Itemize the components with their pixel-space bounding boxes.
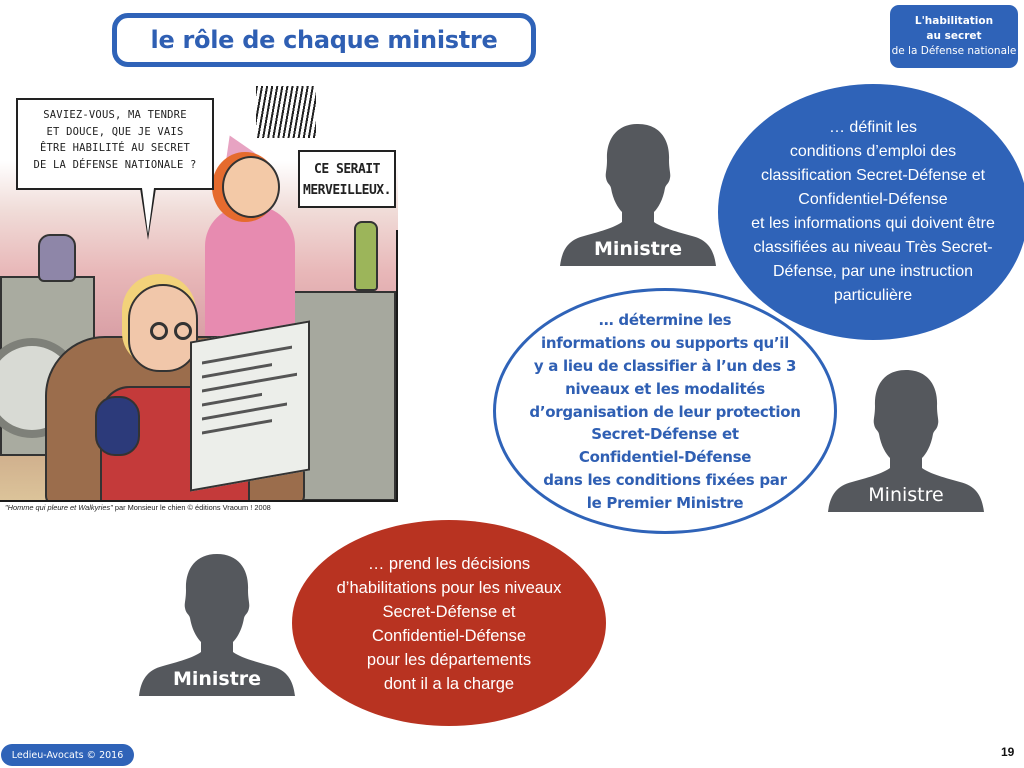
panel-border	[396, 230, 398, 502]
dish-soap-drawing	[354, 221, 378, 291]
role-text-line: … détermine les	[598, 311, 732, 330]
role-text-line: classifiées au niveau Très Secret-	[753, 239, 993, 256]
role-text-line: Confidentiel-Défense	[578, 448, 752, 467]
role-text-line: particulière	[833, 287, 913, 304]
woman-head	[222, 156, 280, 218]
person-silhouette-icon	[139, 554, 295, 696]
minister-figure-1: Ministre	[558, 118, 718, 268]
topic-badge-line1: L'habilitation	[914, 15, 994, 27]
copyright-text: Ledieu-Avocats © 2016	[11, 749, 124, 761]
speech-line: SAVIEZ-VOUS, MA TENDRE	[43, 109, 187, 121]
minister-figure-3: Ministre	[137, 548, 297, 698]
speech-line: ET DOUCE, QUE JE VAIS	[46, 125, 184, 138]
speech-line: DE LA DÉFENSE NATIONALE ?	[33, 158, 197, 171]
comic-caption: "Homme qui pleure et Walkyries" par Mons…	[5, 503, 271, 512]
caption-title: "Homme qui pleure et Walkyries"	[5, 503, 113, 512]
role-text-line: y a lieu de classifier à l’un des 3	[533, 357, 797, 375]
caption-credit: par Monsieur le chien © éditions Vraoum …	[112, 503, 271, 512]
plant-drawing	[256, 86, 316, 138]
person-silhouette-icon	[560, 124, 716, 266]
minister-figure-2: Ministre	[826, 364, 986, 514]
person-label: Ministre	[868, 484, 944, 506]
detergent-bottle-drawing	[38, 234, 76, 282]
role-ellipse-define: … définit les conditions d’emploi des cl…	[718, 84, 1024, 340]
role-text-line: Confidentiel-Défense	[798, 191, 948, 208]
speech-bubble-man: SAVIEZ-VOUS, MA TENDRE ET DOUCE, QUE JE …	[16, 98, 214, 240]
role-text-line: d’organisation de leur protection	[529, 402, 801, 421]
role-text-line: informations ou supports qu’il	[541, 334, 789, 353]
role-text-line: le Premier Ministre	[586, 493, 744, 512]
person-silhouette-icon	[828, 370, 984, 512]
topic-badge-line2: au secret	[926, 30, 982, 42]
role-text-line: d’habilitations pour les niveaux	[336, 579, 562, 597]
panel-border	[0, 500, 398, 502]
glasses-drawing	[150, 322, 196, 340]
role-text-line: pour les départements	[366, 651, 532, 669]
newspaper-drawing	[190, 320, 310, 492]
copyright-badge: Ledieu-Avocats © 2016	[1, 744, 134, 766]
speech-bubble-woman: CE SERAIT MERVEILLEUX.	[298, 150, 396, 208]
role-text-line: et les informations qui doivent être	[751, 215, 995, 232]
role-text-line: Secret-Défense et	[382, 603, 516, 621]
role-text-line: niveaux et les modalités	[565, 379, 765, 398]
role-text-line: Confidentiel-Défense	[371, 627, 527, 645]
topic-badge-line3: de la Défense nationale	[891, 45, 1017, 57]
page-title: le rôle de chaque ministre	[150, 26, 498, 54]
role-ellipse-determine: … détermine les informations ou supports…	[493, 288, 837, 534]
speech-line: CE SERAIT	[314, 162, 380, 177]
man-sleeve	[95, 396, 140, 456]
speech-line: ÊTRE HABILITÉ AU SECRET	[40, 142, 190, 154]
role-text-line: dans les conditions fixées par	[543, 470, 787, 489]
comic-illustration: SAVIEZ-VOUS, MA TENDRE ET DOUCE, QUE JE …	[0, 86, 398, 502]
role-text-line: … définit les	[828, 119, 918, 136]
speech-line: MERVEILLEUX.	[303, 183, 391, 198]
topic-badge: L'habilitation au secret de la Défense n…	[890, 5, 1018, 68]
role-text-line: … prend les décisions	[367, 555, 531, 573]
role-text-line: Défense, par une instruction	[772, 263, 974, 280]
person-label: Ministre	[172, 668, 262, 690]
role-ellipse-decide: … prend les décisions d’habilitations po…	[292, 520, 606, 726]
person-label: Ministre	[593, 238, 683, 260]
page-number: 19	[1001, 745, 1015, 759]
role-text-line: conditions d’emploi des	[789, 143, 957, 160]
role-text-line: classification Secret-Défense et	[760, 167, 986, 184]
role-text-line: Secret-Défense et	[591, 425, 739, 444]
page-title-box: le rôle de chaque ministre	[112, 13, 536, 67]
role-text-line: dont il a la charge	[383, 675, 515, 693]
